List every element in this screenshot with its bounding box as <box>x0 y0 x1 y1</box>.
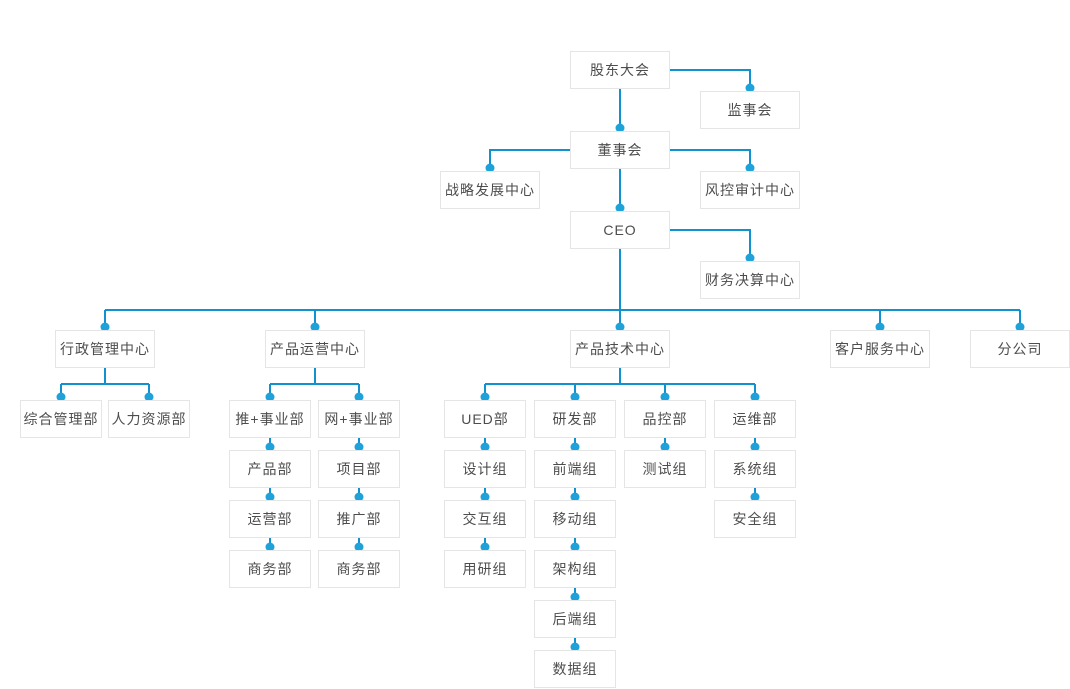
org-node-product-dept: 产品部 <box>229 450 311 488</box>
org-node-customer-service-center: 客户服务中心 <box>830 330 930 368</box>
org-node-system-team: 系统组 <box>714 450 796 488</box>
org-node-operations-maintenance-dept: 运维部 <box>714 400 796 438</box>
connector-admin-branch <box>60 368 150 400</box>
org-node-security-team: 安全组 <box>714 500 796 538</box>
org-node-interaction-team: 交互组 <box>444 500 526 538</box>
org-node-branch-company: 分公司 <box>970 330 1070 368</box>
org-node-rnd-dept: 研发部 <box>534 400 616 438</box>
org-node-ued-dept: UED部 <box>444 400 526 438</box>
org-node-supervisory-board: 监事会 <box>700 91 800 129</box>
org-node-frontend-team: 前端组 <box>534 450 616 488</box>
org-node-business-dept-left: 商务部 <box>229 550 311 588</box>
connector-dots <box>56 83 1025 652</box>
connector-ops-branch <box>269 368 360 400</box>
org-node-user-research-team: 用研组 <box>444 550 526 588</box>
org-node-general-management-dept: 综合管理部 <box>20 400 102 438</box>
org-node-project-dept: 项目部 <box>318 450 400 488</box>
org-node-risk-control-audit-center: 风控审计中心 <box>700 171 800 209</box>
org-node-quality-control-dept: 品控部 <box>624 400 706 438</box>
org-node-board-of-directors: 董事会 <box>570 131 670 169</box>
org-node-human-resources-dept: 人力资源部 <box>108 400 190 438</box>
org-node-wang-plus-division: 网+事业部 <box>318 400 400 438</box>
org-node-administrative-management-center: 行政管理中心 <box>55 330 155 368</box>
connector-top-tree <box>489 69 751 330</box>
org-node-product-operations-center: 产品运营中心 <box>265 330 365 368</box>
org-node-backend-team: 后端组 <box>534 600 616 638</box>
connector-main-trunk <box>104 309 1021 330</box>
org-node-testing-team: 测试组 <box>624 450 706 488</box>
org-node-financial-settlement-center: 财务决算中心 <box>700 261 800 299</box>
org-node-promotion-dept: 推广部 <box>318 500 400 538</box>
org-node-business-dept-right: 商务部 <box>318 550 400 588</box>
connector-tech-branch <box>484 368 756 400</box>
org-node-design-team: 设计组 <box>444 450 526 488</box>
org-node-product-technology-center: 产品技术中心 <box>570 330 670 368</box>
org-node-mobile-team: 移动组 <box>534 500 616 538</box>
org-node-ceo: CEO <box>570 211 670 249</box>
org-node-shareholders-meeting: 股东大会 <box>570 51 670 89</box>
org-node-strategic-development-center: 战略发展中心 <box>440 171 540 209</box>
org-node-tui-plus-division: 推+事业部 <box>229 400 311 438</box>
org-node-operation-dept: 运营部 <box>229 500 311 538</box>
org-node-architecture-team: 架构组 <box>534 550 616 588</box>
org-node-data-team: 数据组 <box>534 650 616 688</box>
